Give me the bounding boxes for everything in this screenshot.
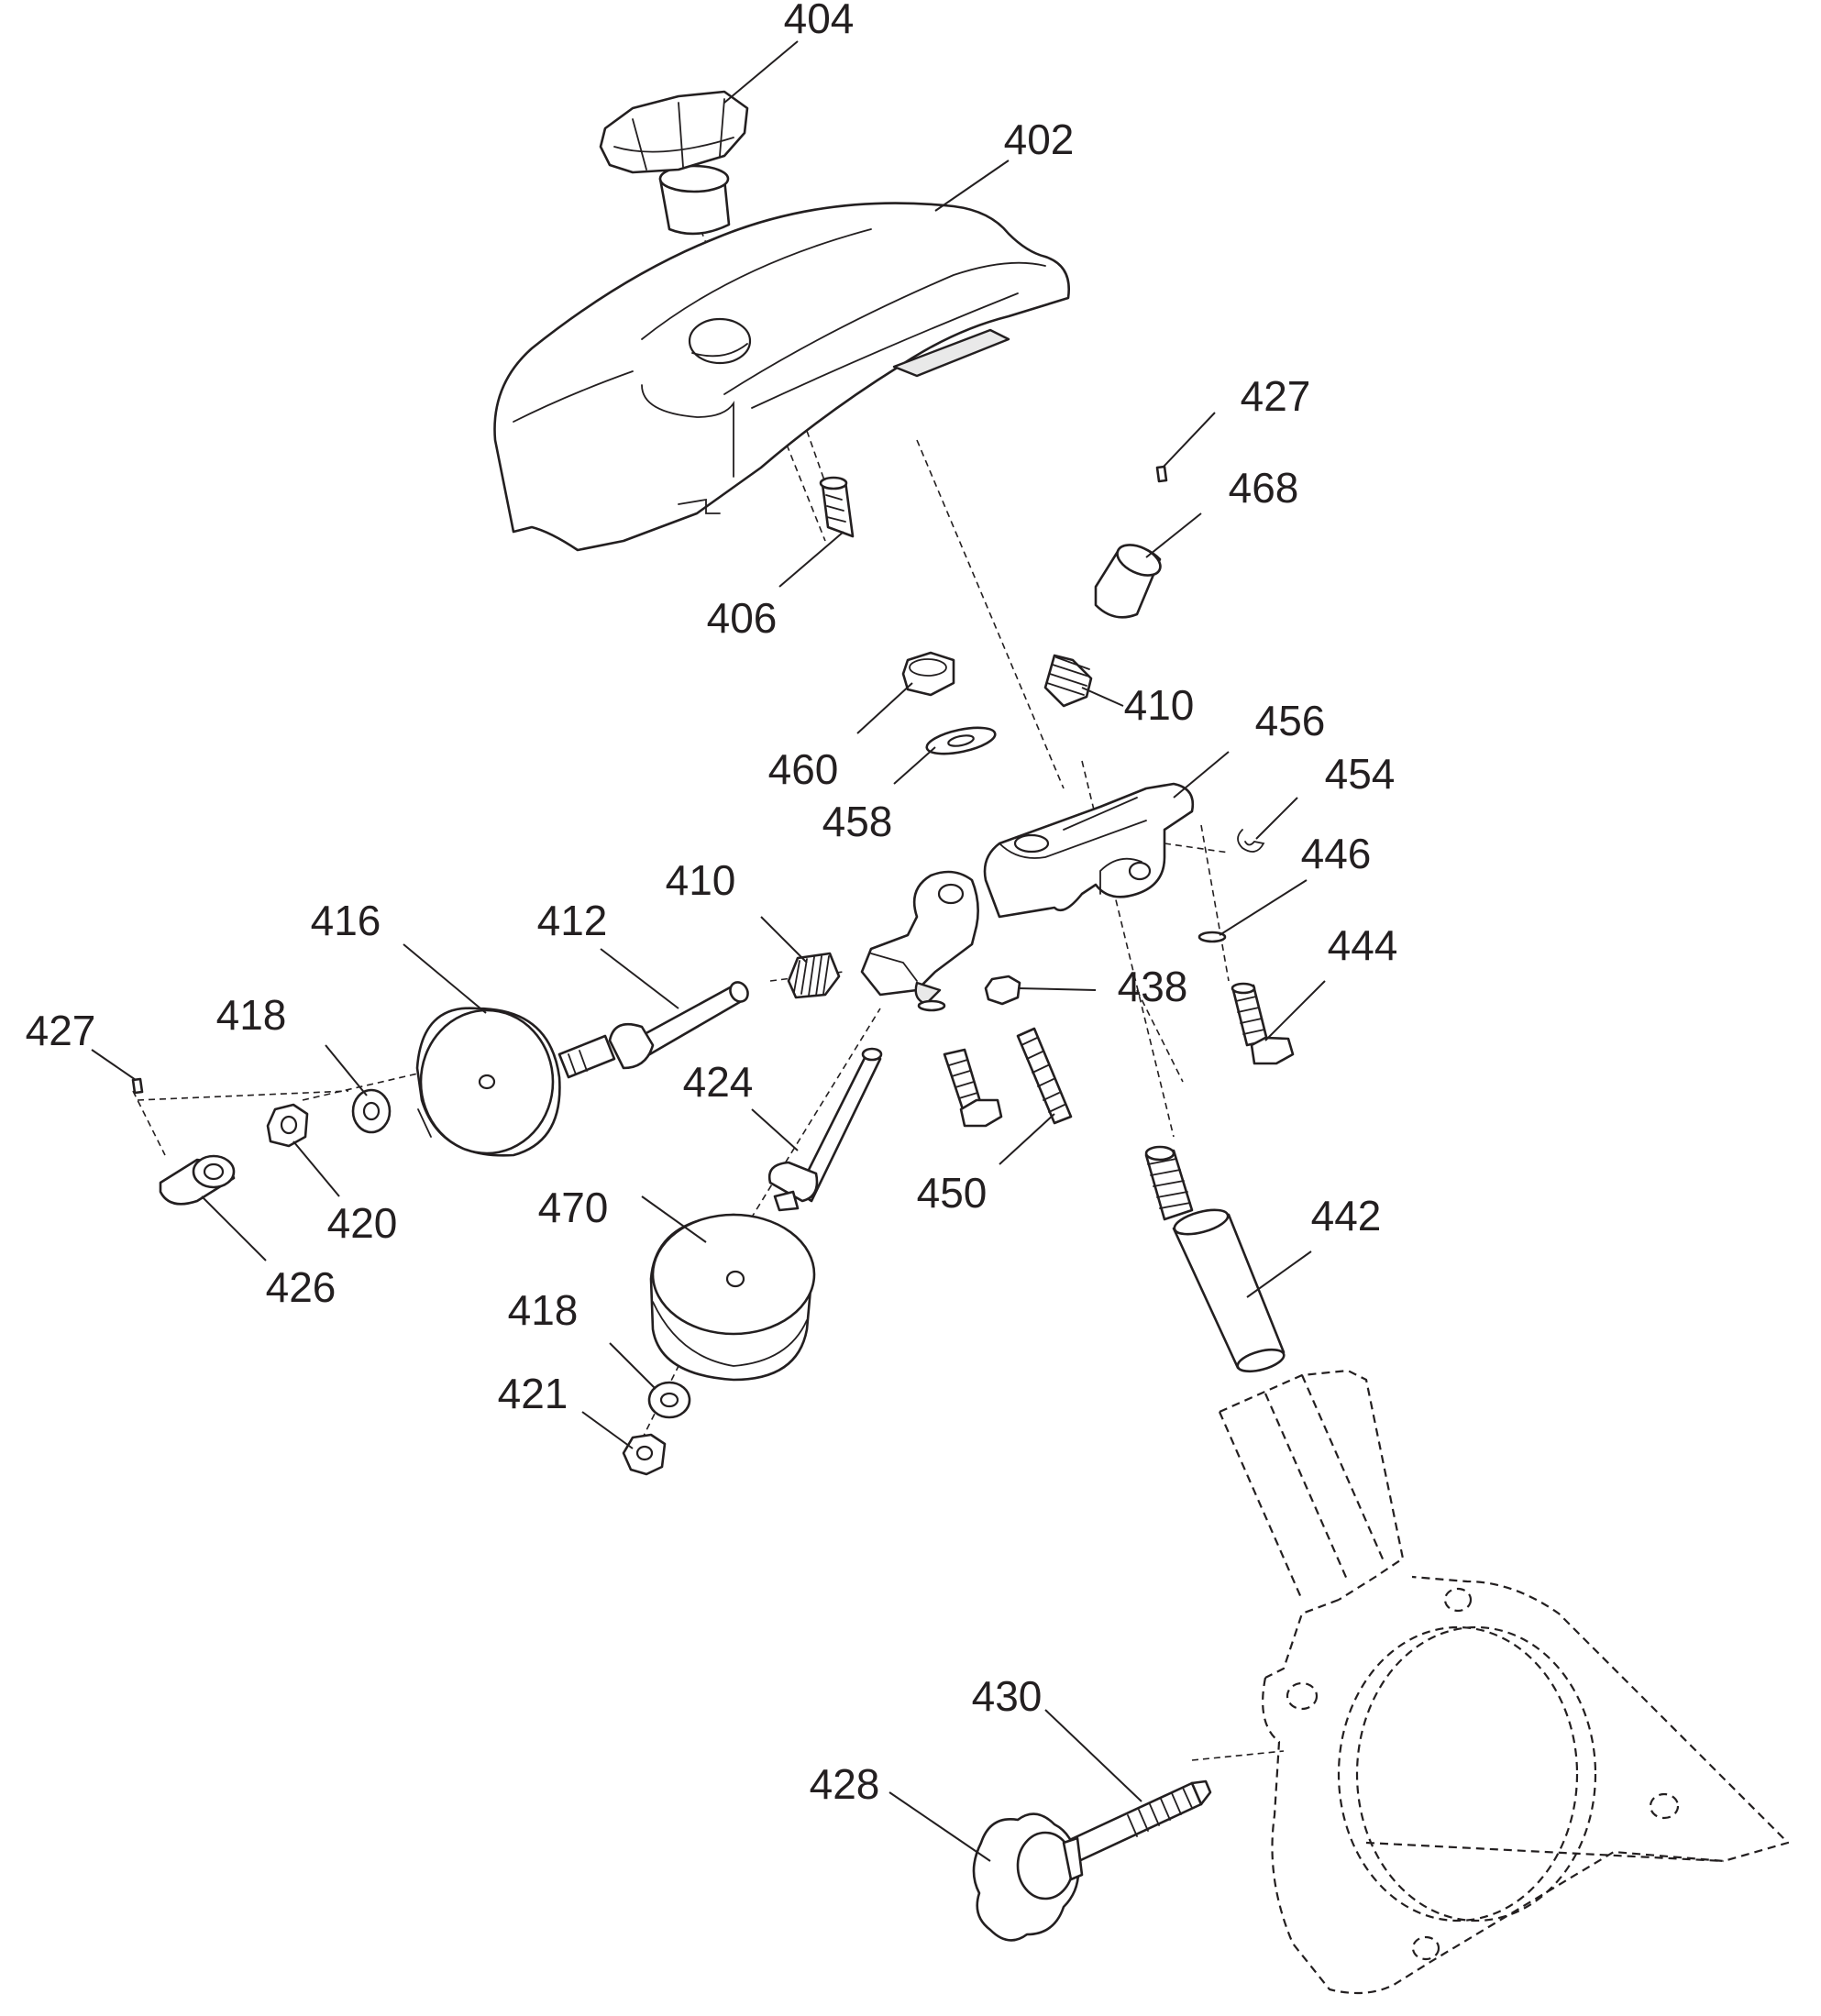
part-421-nut (622, 1433, 667, 1476)
part-424-axle (767, 1047, 883, 1212)
callout-418-upper: 418 (216, 991, 287, 1039)
part-418-washer-upper (351, 1088, 392, 1134)
callout-460: 460 (768, 745, 839, 793)
part-402-guard-cover (493, 202, 1071, 552)
callout-426: 426 (266, 1263, 337, 1311)
part-426-sleeve (159, 1154, 236, 1206)
part-456-bracket-arm (983, 782, 1195, 919)
callout-427-lower: 427 (26, 1007, 96, 1054)
callout-454: 454 (1325, 750, 1396, 798)
part-427-set-pin-lower (131, 1077, 144, 1095)
callout-406: 406 (707, 594, 778, 642)
callout-470: 470 (538, 1184, 609, 1231)
callout-labels: 404 402 427 468 406 410 456 460 454 458 … (26, 0, 1398, 1808)
callout-420: 420 (327, 1199, 398, 1247)
callout-410-lower: 410 (666, 856, 736, 904)
part-420-nut (266, 1103, 309, 1148)
part-428-star-knob (972, 1812, 1084, 1942)
part-468-cap (1094, 544, 1162, 619)
part-416-wheel (415, 1007, 561, 1157)
callout-442: 442 (1311, 1192, 1382, 1239)
callout-430: 430 (972, 1672, 1043, 1720)
callout-421: 421 (498, 1370, 568, 1417)
part-446-washer (1197, 931, 1227, 943)
callout-424: 424 (683, 1058, 754, 1106)
callout-410-upper: 410 (1124, 681, 1195, 729)
callout-450: 450 (917, 1169, 988, 1217)
phantom-mounting-bracket (1218, 1369, 1790, 1995)
part-410-spring-lower (787, 952, 841, 999)
part-410-spring-upper (1043, 654, 1093, 708)
callout-458: 458 (822, 798, 893, 845)
part-444-bolt (1231, 982, 1295, 1065)
part-430-threaded-stud (1062, 1779, 1212, 1866)
callout-438: 438 (1118, 963, 1188, 1010)
part-450-threaded-rod (1016, 1027, 1073, 1125)
part-460-nut (901, 651, 955, 697)
part-406-screw (819, 476, 855, 538)
part-470-wheel (649, 1213, 816, 1382)
callout-456: 456 (1255, 697, 1326, 744)
part-427-set-pin-upper (1155, 465, 1168, 483)
callout-416: 416 (311, 897, 381, 944)
part-pivot-hub (860, 870, 979, 1006)
part-458-washer (925, 726, 997, 755)
part-404-knob (599, 90, 749, 236)
callout-446: 446 (1301, 830, 1372, 877)
part-442-post (1144, 1145, 1286, 1373)
part-418-washer-lower (647, 1381, 691, 1419)
callout-428: 428 (810, 1760, 880, 1808)
callout-427-upper: 427 (1241, 372, 1311, 420)
callout-412: 412 (537, 897, 608, 944)
part-412-axle (557, 981, 749, 1079)
callout-418-lower: 418 (508, 1286, 579, 1334)
part-bolt-center (917, 999, 1003, 1128)
part-454-e-clip (1237, 829, 1265, 853)
callout-402: 402 (1004, 116, 1075, 163)
callout-468: 468 (1229, 464, 1299, 512)
callout-444: 444 (1328, 921, 1398, 969)
leader-lines (91, 40, 1326, 1862)
part-438-nut (984, 975, 1021, 1006)
callout-404: 404 (784, 0, 855, 42)
